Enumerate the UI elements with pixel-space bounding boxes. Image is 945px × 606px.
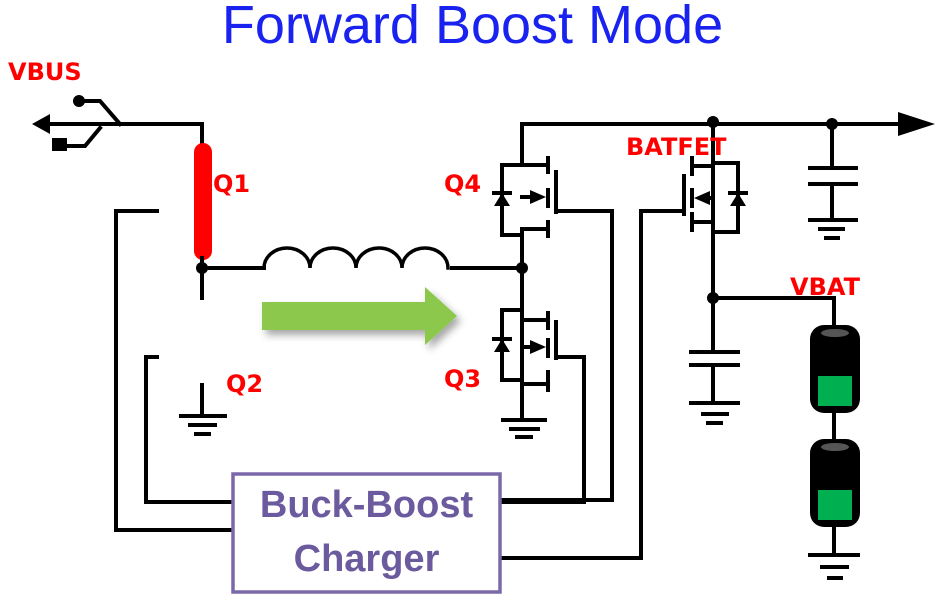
batfet-mosfet-icon: [498, 122, 748, 560]
battery-capacitor-icon: [689, 292, 836, 425]
system-output-rail: [520, 112, 935, 136]
q2-switch: [179, 383, 227, 436]
usb-connector-icon: [32, 95, 204, 151]
vbat-label: VBAT: [790, 273, 860, 301]
q3-label: Q3: [444, 365, 482, 393]
charger-label-line1: Buck-Boost: [259, 484, 474, 526]
q2-label: Q2: [226, 370, 264, 398]
battery-stack: [808, 296, 860, 580]
inductor-icon: [200, 246, 524, 270]
batfet-label: BATFET: [626, 133, 727, 161]
system-capacitor-icon: [808, 122, 858, 240]
battery-cell-1-icon: [810, 325, 860, 413]
battery-cell-2-icon: [810, 439, 860, 527]
q4-label: Q4: [444, 170, 482, 198]
current-flow-arrow-icon: [262, 287, 457, 345]
q1-label: Q1: [213, 170, 251, 198]
charger-label-line2: Charger: [293, 538, 440, 580]
diagram-title: Forward Boost Mode: [221, 0, 724, 55]
q1-gate-wire: [114, 209, 235, 532]
q3-mosfet-icon: [492, 262, 586, 504]
vbus-label: VBUS: [8, 58, 82, 86]
q1-switch: [194, 143, 212, 300]
buck-boost-charger-block: [231, 472, 502, 594]
q2-gate-wire: [144, 355, 235, 504]
